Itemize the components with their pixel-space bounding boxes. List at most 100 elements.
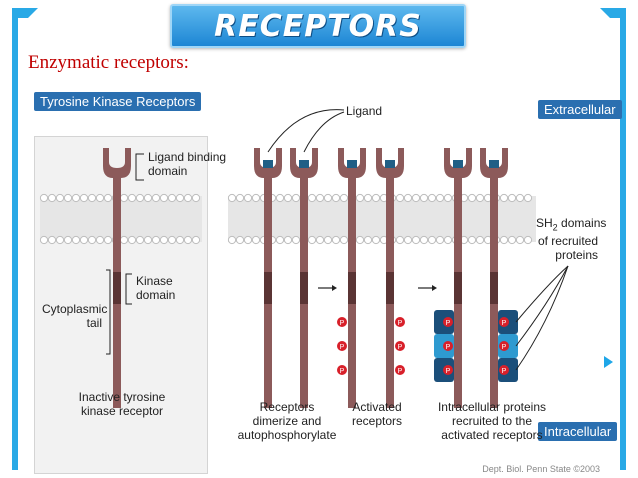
- sh2-pointer-1: [515, 265, 569, 323]
- dimerize-line-1: Receptors: [259, 400, 315, 414]
- membrane-right-head-bottom: [419, 235, 429, 245]
- membrane-right-head-bottom: [427, 235, 437, 245]
- sh2-subscript: 2: [552, 222, 558, 233]
- membrane-left-head-top: [167, 193, 177, 203]
- membrane-right-head-bottom: [435, 235, 445, 245]
- membrane-left-head-top: [135, 193, 145, 203]
- membrane-left-head-top: [143, 193, 153, 203]
- membrane-right-head-bottom: [395, 235, 405, 245]
- membrane-left-head-bottom: [55, 235, 65, 245]
- membrane-left-head-bottom: [95, 235, 105, 245]
- recruited-receptor-2-kinase-domain: [490, 272, 498, 304]
- activated-receptor-2-binding-head: [376, 148, 404, 184]
- recruited-phosphate: [443, 341, 453, 351]
- dimerize-line-3: autophosphorylate: [237, 428, 337, 442]
- dimer-receptor-1-kinase-domain: [264, 272, 272, 304]
- next-slide-arrow-icon[interactable]: [604, 356, 613, 368]
- membrane-right-head-bottom: [235, 235, 245, 245]
- activated-receptor-2-ligand: [385, 160, 395, 168]
- diagram-heading: Tyrosine Kinase Receptors: [34, 92, 202, 111]
- recruited-phosphate-label: P: [446, 344, 451, 351]
- membrane-right-head-bottom: [339, 235, 349, 245]
- membrane-right-head-bottom: [507, 235, 517, 245]
- recruited-phosphate: [499, 341, 509, 351]
- membrane-right-head-top: [371, 193, 381, 203]
- membrane-right-head-top: [307, 193, 317, 203]
- activated-label: Activated receptors: [342, 400, 412, 428]
- membrane-right-head-top: [363, 193, 373, 203]
- activated-line-2: receptors: [351, 414, 403, 428]
- activated-phosphate-label: P: [398, 368, 403, 375]
- membrane-left-head-bottom: [175, 235, 185, 245]
- membrane-right-head-top: [355, 193, 365, 203]
- membrane-left-head-bottom: [71, 235, 81, 245]
- membrane-left-head-top: [127, 193, 137, 203]
- membrane-right-head-bottom: [371, 235, 381, 245]
- recruited-phosphate-label: P: [502, 320, 507, 327]
- membrane-right-head-top: [315, 193, 325, 203]
- activated-phosphate-label: P: [398, 344, 403, 351]
- inactive-receptor-kinase-domain: [113, 272, 121, 304]
- recruited-line-2: recruited to the: [451, 414, 533, 428]
- activated-phosphate: [395, 317, 405, 327]
- recruited-receptor-1-binding-head: [444, 148, 472, 184]
- membrane-right-head-top: [507, 193, 517, 203]
- inactive-line-2: kinase receptor: [80, 404, 164, 418]
- recruited-phosphate-label: P: [502, 368, 507, 375]
- membrane-left-head-top: [151, 193, 161, 203]
- recruited-phosphate-label: P: [446, 368, 451, 375]
- dimer-receptor-2-kinase-domain: [300, 272, 308, 304]
- membrane-left-head-top: [103, 193, 113, 203]
- membrane-right-head-top: [467, 193, 477, 203]
- membrane-right-head-top: [443, 193, 453, 203]
- membrane-left-head-top: [191, 193, 201, 203]
- stage-arrow-2-head: [432, 285, 437, 291]
- activated-phosphate: [395, 341, 405, 351]
- recruited-phosphate-label: P: [446, 320, 451, 327]
- membrane-right-head-top: [427, 193, 437, 203]
- recruited-line-3: activated receptors: [441, 428, 543, 442]
- membrane-left-head-bottom: [79, 235, 89, 245]
- stage-arrow-1-head: [332, 285, 337, 291]
- membrane-right-head-top: [419, 193, 429, 203]
- recruited-phosphate: [443, 317, 453, 327]
- recruited-receptor-1-ligand: [453, 160, 463, 168]
- dimerize-label: Receptors dimerize and autophosphorylate: [232, 400, 342, 442]
- membrane-left-head-bottom: [119, 235, 129, 245]
- cytoplasmic-line-1: Cytoplasmic: [42, 302, 108, 316]
- membrane-right-head-top: [243, 193, 253, 203]
- membrane-right-head-bottom: [523, 235, 533, 245]
- ligand-pointer-2: [303, 111, 345, 153]
- membrane-left-head-top: [79, 193, 89, 203]
- membrane-right-head-bottom: [467, 235, 477, 245]
- recruited-receptor-2-binding-head: [480, 148, 508, 184]
- membrane-left-head-bottom: [167, 235, 177, 245]
- sh2-line-3: proteins: [555, 248, 598, 263]
- membrane-right-head-bottom: [307, 235, 317, 245]
- sh2-suffix: domains: [557, 216, 607, 230]
- binding-domain-bracket: [135, 153, 144, 181]
- membrane-right-head-bottom: [251, 235, 261, 245]
- activated-receptor-2-kinase-domain: [386, 272, 394, 304]
- credit-text: Dept. Biol. Penn State ©2003: [482, 464, 600, 474]
- membrane-right-head-bottom: [291, 235, 301, 245]
- membrane-right-head-top: [475, 193, 485, 203]
- membrane-right-head-top: [339, 193, 349, 203]
- membrane-right-head-bottom: [355, 235, 365, 245]
- membrane-left-head-top: [71, 193, 81, 203]
- membrane-left-head-top: [55, 193, 65, 203]
- membrane-left-head-top: [183, 193, 193, 203]
- recruited-phosphate-label: P: [502, 344, 507, 351]
- membrane-right-head-top: [283, 193, 293, 203]
- top-right-corner-decoration: [600, 8, 626, 470]
- dimer-receptor-1-ligand: [263, 160, 273, 168]
- membrane-right-head-bottom: [331, 235, 341, 245]
- membrane-left-head-top: [159, 193, 169, 203]
- diagram-frame: Tyrosine Kinase Receptors Extracellular …: [28, 84, 622, 478]
- membrane-right-head-bottom: [243, 235, 253, 245]
- membrane-right-head-bottom: [363, 235, 373, 245]
- membrane-left-head-bottom: [63, 235, 73, 245]
- activated-phosphate-label: P: [340, 368, 345, 375]
- sh2-domains-label: SH2 domains of recruited proteins: [536, 216, 606, 263]
